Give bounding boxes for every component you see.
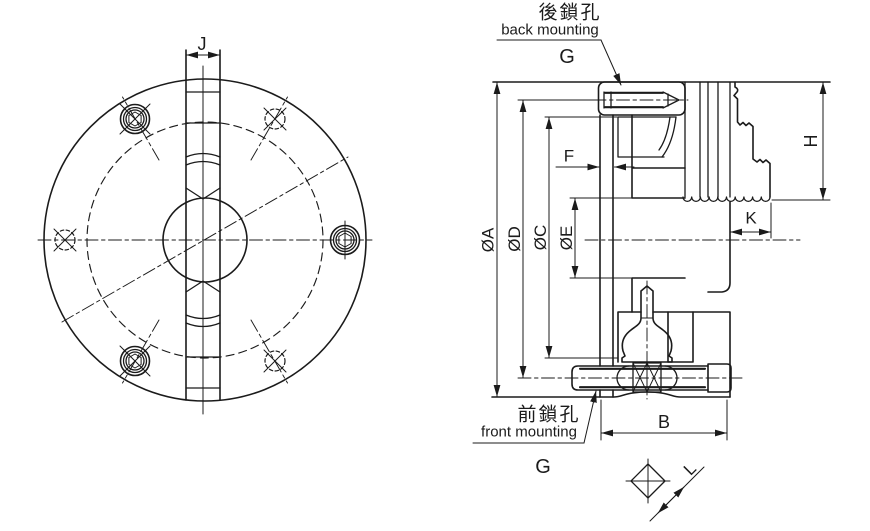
dimension-h: H xyxy=(771,82,831,201)
dimension-j: J xyxy=(186,34,220,59)
body-section-lines xyxy=(599,81,771,398)
side-view-centerlines xyxy=(517,99,801,400)
mounting-screw-bottom-left xyxy=(119,345,151,377)
dim-label-dia-a: ØA xyxy=(479,227,498,252)
dim-label-l: L xyxy=(680,459,700,479)
dim-label-h: H xyxy=(801,135,821,148)
back-mounting-label-zh: 後鎖孔 xyxy=(538,2,601,24)
serration-line xyxy=(682,196,771,202)
front-mounting-callout: 前鎖孔 front mounting G xyxy=(472,390,597,478)
side-section-view: ØA ØD ØC ØE F H K B xyxy=(472,2,831,522)
hidden-hole-left xyxy=(53,228,77,252)
diameter-dimensions: ØA ØD ØC ØE xyxy=(479,82,633,397)
front-view-centerlines xyxy=(37,96,373,384)
hidden-hole-top-right xyxy=(263,107,287,131)
dim-label-dia-c: ØC xyxy=(531,225,550,251)
dim-label-j: J xyxy=(198,34,207,54)
dim-label-dia-e: ØE xyxy=(557,226,576,251)
thread-label-g-back: G xyxy=(559,46,575,68)
scroll-cavity xyxy=(617,116,677,158)
front-mounting-label-zh: 前鎖孔 xyxy=(517,404,580,426)
front-view: J xyxy=(37,34,373,415)
hidden-hole-bottom-right xyxy=(263,349,287,373)
bevel-pinion xyxy=(621,285,673,363)
jaw-slot xyxy=(185,49,221,415)
dim-label-f: F xyxy=(564,147,574,166)
thread-label-g-front: G xyxy=(535,456,551,478)
back-mounting-label-en: back mounting xyxy=(501,22,599,39)
back-mounting-boss xyxy=(597,81,686,116)
bottom-face-line xyxy=(491,391,731,398)
dim-label-k: K xyxy=(745,209,757,228)
dim-label-dia-d: ØD xyxy=(505,226,524,252)
dim-label-b: B xyxy=(658,412,670,432)
stepped-jaw-profile xyxy=(733,81,771,198)
dimension-b: B xyxy=(600,399,728,441)
mounting-screw-right xyxy=(329,220,361,260)
square-drive-detail-l: L xyxy=(625,458,705,522)
front-mounting-label-en: front mounting xyxy=(481,424,577,441)
mounting-screw-top-left xyxy=(119,103,151,135)
dimension-f: F xyxy=(555,147,635,171)
dimension-k: K xyxy=(730,202,772,239)
back-mounting-callout: 後鎖孔 back mounting G xyxy=(496,2,622,86)
